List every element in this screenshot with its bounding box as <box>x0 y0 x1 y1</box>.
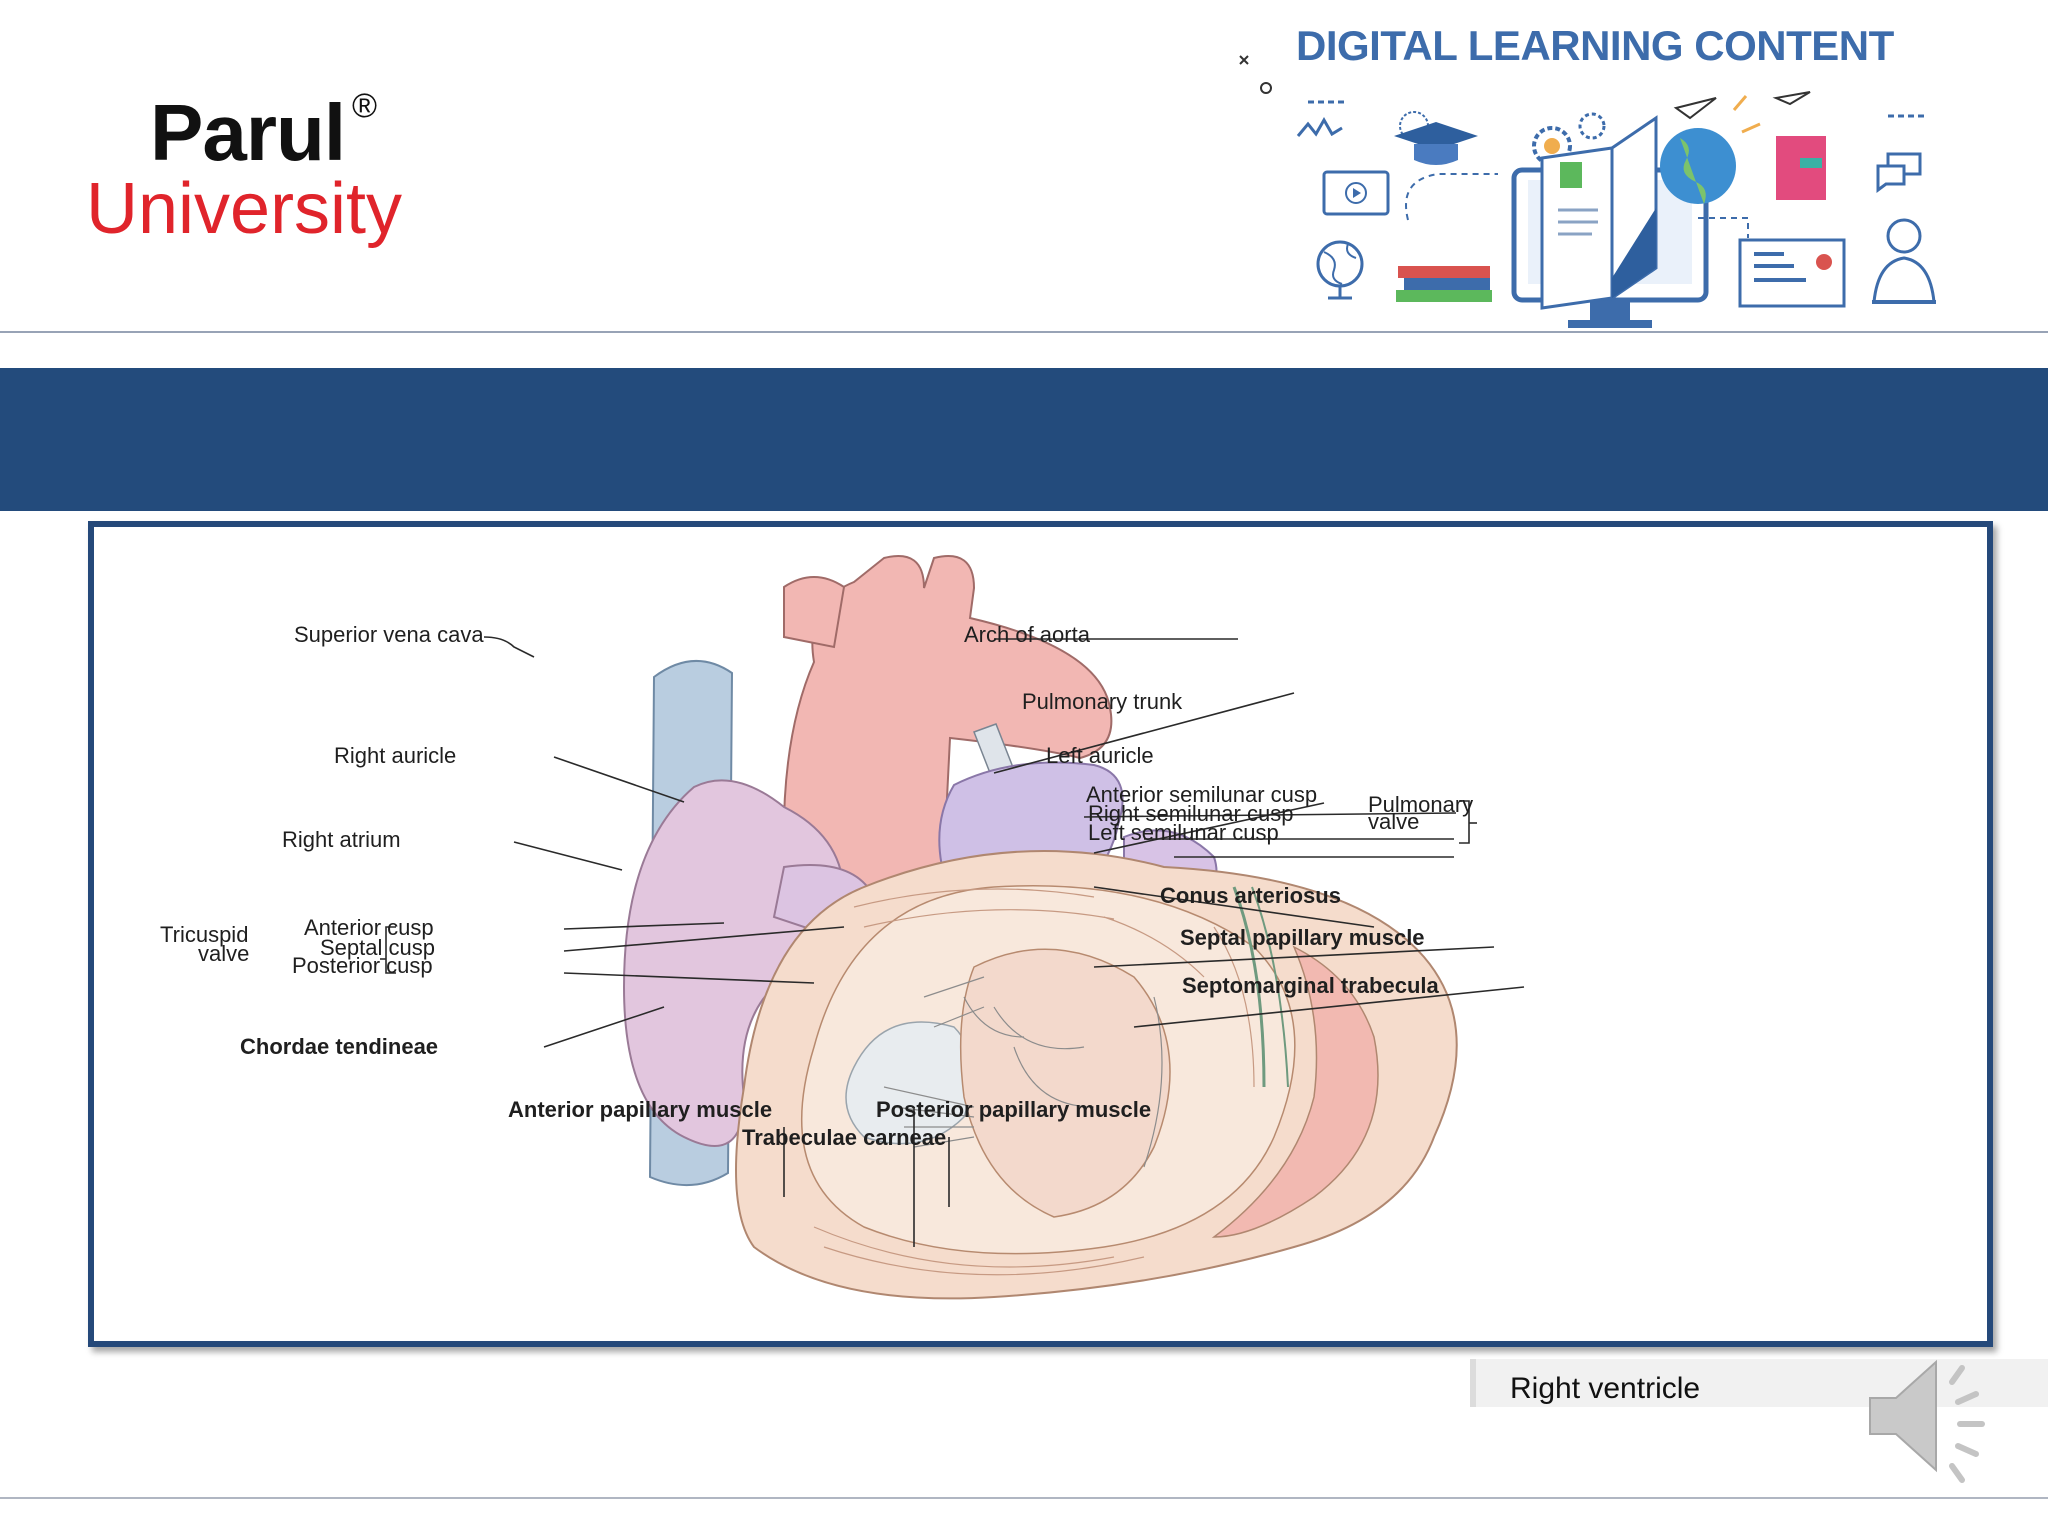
label-pulmonary-valve-line2: valve <box>1368 809 1419 834</box>
label-conus-arteriosus: Conus arteriosus <box>1160 883 1341 908</box>
leader-lines <box>380 636 1525 1247</box>
video-icon <box>1322 170 1390 216</box>
label-chordae-tendineae: Chordae tendineae <box>240 1034 438 1059</box>
label-tricuspid-line2: valve <box>198 941 249 966</box>
digital-learning-title: DIGITAL LEARNING CONTENT <box>1296 22 1894 69</box>
books-icon <box>1396 266 1492 302</box>
figure-caption: Right ventricle <box>1510 1372 1701 1405</box>
label-left-auricle: Left auricle <box>1046 743 1154 768</box>
label-arch-of-aorta: Arch of aorta <box>964 622 1091 647</box>
decor-cross-icon <box>1239 55 1249 65</box>
label-anterior-cusp: Anterior cusp <box>304 915 434 940</box>
chat-bubbles-icon <box>1876 114 1928 193</box>
label-left-semilunar-cusp: Left semilunar cusp <box>1088 820 1279 845</box>
label-trabeculae-carneae: Trabeculae carneae <box>742 1125 946 1150</box>
label-pulmonary-trunk: Pulmonary trunk <box>1022 689 1183 714</box>
graduation-cap-icon <box>1394 111 1478 165</box>
label-right-atrium: Right atrium <box>282 827 401 852</box>
globe-icon <box>1316 240 1364 300</box>
label-tricuspid-line1: Tricuspid <box>160 922 248 947</box>
open-book-icon <box>1540 115 1658 310</box>
label-posterior-cusp: Posterior cusp <box>292 953 433 978</box>
label-posterior-papillary-muscle: Posterior papillary muscle <box>876 1097 1151 1122</box>
figure-frame: Superior vena cava Right auricle Right a… <box>88 521 1993 1347</box>
label-septomarginal-trabecula: Septomarginal trabecula <box>1182 973 1440 998</box>
heart-anatomy-diagram: Superior vena cava Right auricle Right a… <box>160 555 1525 1300</box>
label-septal-papillary-muscle: Septal papillary muscle <box>1180 925 1425 950</box>
parul-university-logo: Parul ® University <box>86 87 426 249</box>
label-pulmonary-valve-line1: Pulmonary <box>1368 792 1473 817</box>
label-septal-cusp: Septal cusp <box>320 935 435 960</box>
heart-illustration <box>622 555 1458 1300</box>
support-agent-icon <box>1872 218 1936 304</box>
label-superior-vena-cava: Superior vena cava <box>294 622 484 647</box>
header-divider <box>0 331 2048 333</box>
decor-circle-icon <box>1260 82 1272 94</box>
slide-title-band <box>0 368 2048 511</box>
label-anterior-papillary-muscle: Anterior papillary muscle <box>508 1097 772 1122</box>
logo-registered-mark: ® <box>352 87 378 125</box>
planet-icon <box>1660 95 1761 204</box>
notebook-icon <box>1776 136 1826 200</box>
certificate-icon <box>1738 238 1846 308</box>
logo-name: Parul <box>150 88 346 177</box>
digital-learning-illustration <box>1239 55 1936 328</box>
speaker-icon[interactable] <box>1862 1346 1992 1486</box>
paper-plane-icon <box>1673 91 1811 120</box>
label-right-semilunar-cusp: Right semilunar cusp <box>1088 801 1293 826</box>
footer-divider <box>0 1497 2048 1499</box>
logo-subname: University <box>86 169 403 249</box>
label-anterior-semilunar-cusp: Anterior semilunar cusp <box>1086 782 1317 807</box>
label-right-auricle: Right auricle <box>334 743 456 768</box>
